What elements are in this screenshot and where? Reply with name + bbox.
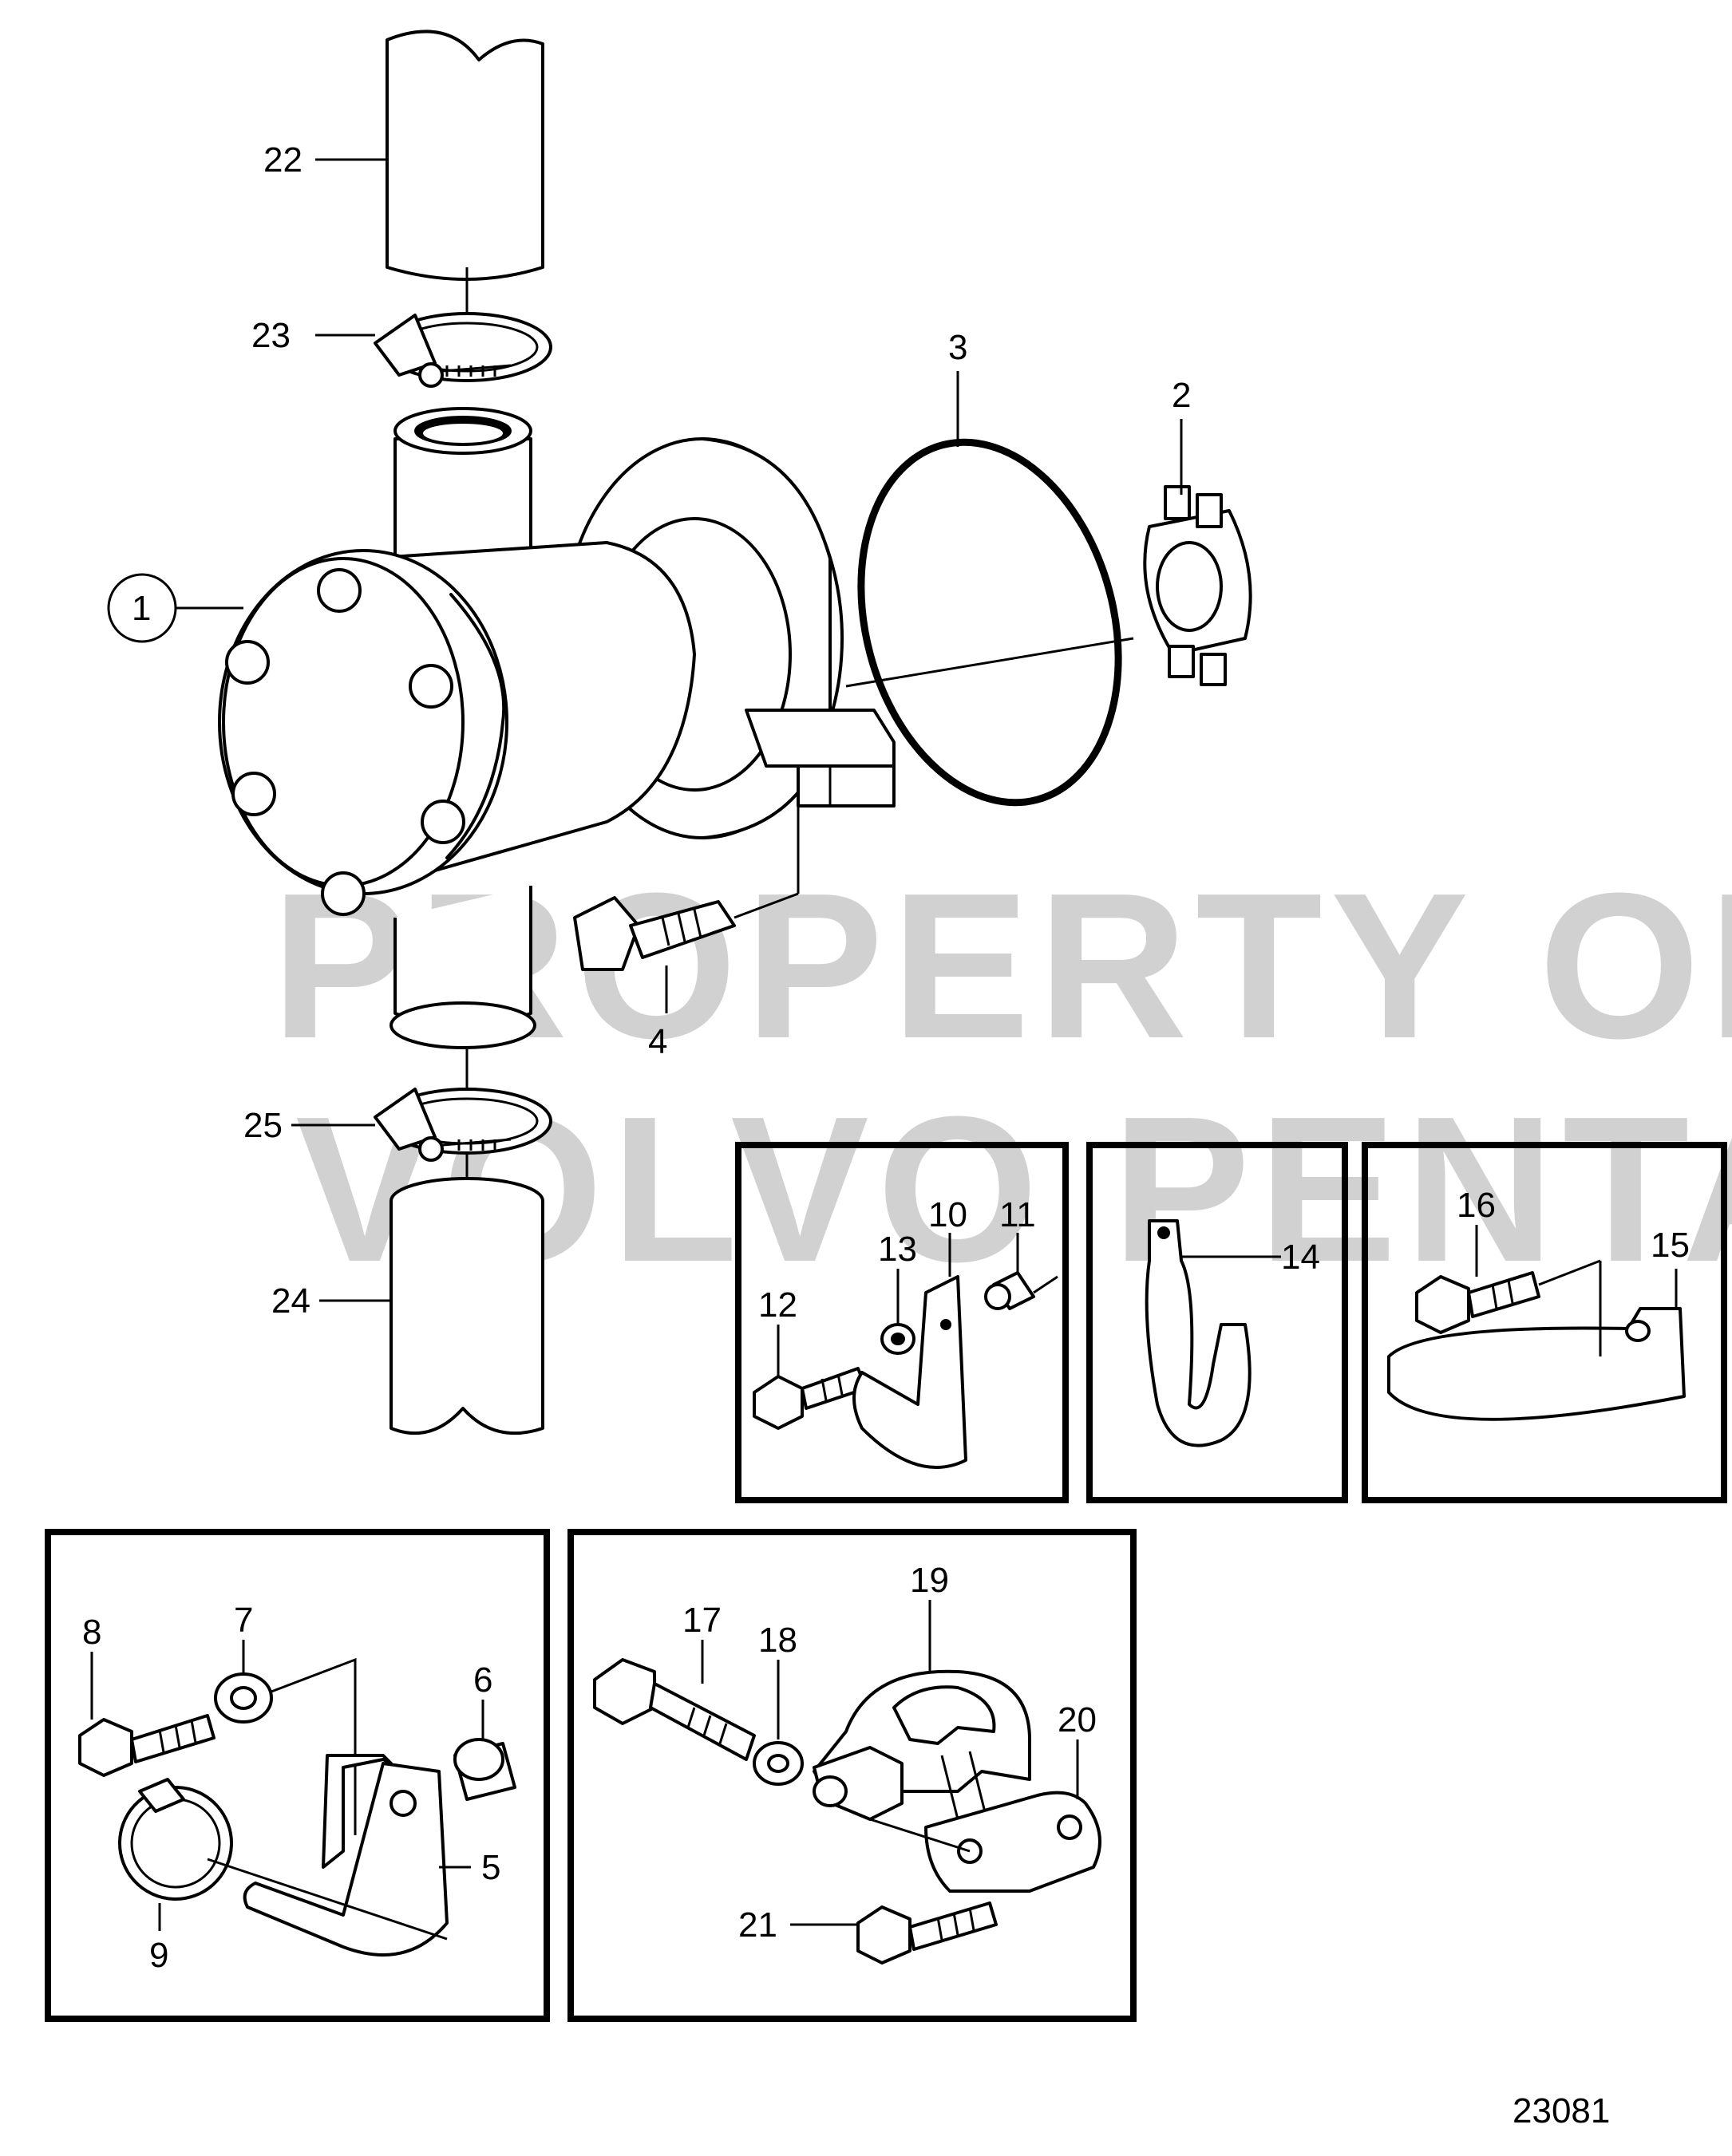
part-9-clamp xyxy=(118,1778,233,1901)
callout-15: 15 xyxy=(1651,1226,1690,1265)
detail-box-d xyxy=(45,1529,550,2022)
part-17-bolt xyxy=(593,1658,756,1761)
part-18-washer xyxy=(753,1741,804,1786)
part-21-bolt xyxy=(856,1901,998,1964)
part-3-o-ring xyxy=(845,438,1134,807)
callout-24: 24 xyxy=(271,1281,310,1321)
callout-5: 5 xyxy=(481,1848,500,1887)
callout-16: 16 xyxy=(1457,1186,1496,1225)
callout-14: 14 xyxy=(1281,1238,1320,1277)
detail-box-e xyxy=(567,1529,1137,2022)
callout-8: 8 xyxy=(82,1613,101,1652)
callout-7: 7 xyxy=(234,1601,253,1640)
callout-6: 6 xyxy=(473,1660,492,1700)
callout-labels: 1 2 3 4 5 6 7 8 9 10 11 12 13 14 15 16 1… xyxy=(82,140,1690,1975)
cover-bolts xyxy=(225,568,465,916)
detail-box-b xyxy=(1086,1142,1348,1503)
part-6-spacer xyxy=(453,1738,516,1801)
part-10-bracket xyxy=(852,1275,967,1469)
callout-18: 18 xyxy=(758,1621,797,1660)
part-14-clip xyxy=(1145,1219,1252,1447)
part-8-bolt xyxy=(78,1714,216,1777)
part-12-bolt xyxy=(753,1367,868,1430)
callout-3: 3 xyxy=(948,328,967,367)
callout-22: 22 xyxy=(263,140,303,180)
part-24-lower-hose xyxy=(390,1177,544,1435)
pump-drive-tongue xyxy=(745,709,896,808)
part-7-washer xyxy=(214,1672,273,1724)
callout-11: 11 xyxy=(999,1195,1036,1234)
callout-4: 4 xyxy=(648,1022,667,1061)
callout-10: 10 xyxy=(928,1195,967,1234)
part-5-bracket xyxy=(243,1754,449,1957)
callout-9: 9 xyxy=(149,1936,168,1975)
part-22-upper-hose xyxy=(386,30,544,319)
part-15-bracket xyxy=(1387,1307,1686,1421)
part-20-bracket xyxy=(924,1791,1101,1893)
detail-box-c xyxy=(1362,1142,1727,1503)
callout-13: 13 xyxy=(878,1230,917,1269)
part-1-pump-body xyxy=(218,541,696,916)
callout-21: 21 xyxy=(738,1905,777,1945)
pump-outlet-tube xyxy=(390,886,536,1221)
callout-23: 23 xyxy=(251,316,291,355)
part-4-bolt xyxy=(573,802,800,971)
part-16-bolt xyxy=(1415,1271,1540,1334)
callout-19: 19 xyxy=(910,1561,949,1600)
callout-12: 12 xyxy=(758,1285,797,1325)
part-19-clamp xyxy=(813,1669,1031,1821)
part-23-upper-clamp xyxy=(374,312,552,388)
callout-25: 25 xyxy=(243,1106,283,1145)
part-25-lower-clamp xyxy=(374,1088,552,1162)
callout-17: 17 xyxy=(682,1601,722,1640)
detail-box-a xyxy=(735,1142,1069,1503)
figure-number: 23081 xyxy=(1513,2091,1610,2130)
callout-1: 1 xyxy=(132,589,151,628)
callout-2: 2 xyxy=(1172,376,1191,415)
callout-1-circle xyxy=(107,573,177,643)
callout-20: 20 xyxy=(1058,1700,1097,1739)
callout-leaders xyxy=(90,158,1678,1931)
part-2-coupling xyxy=(1143,485,1252,686)
